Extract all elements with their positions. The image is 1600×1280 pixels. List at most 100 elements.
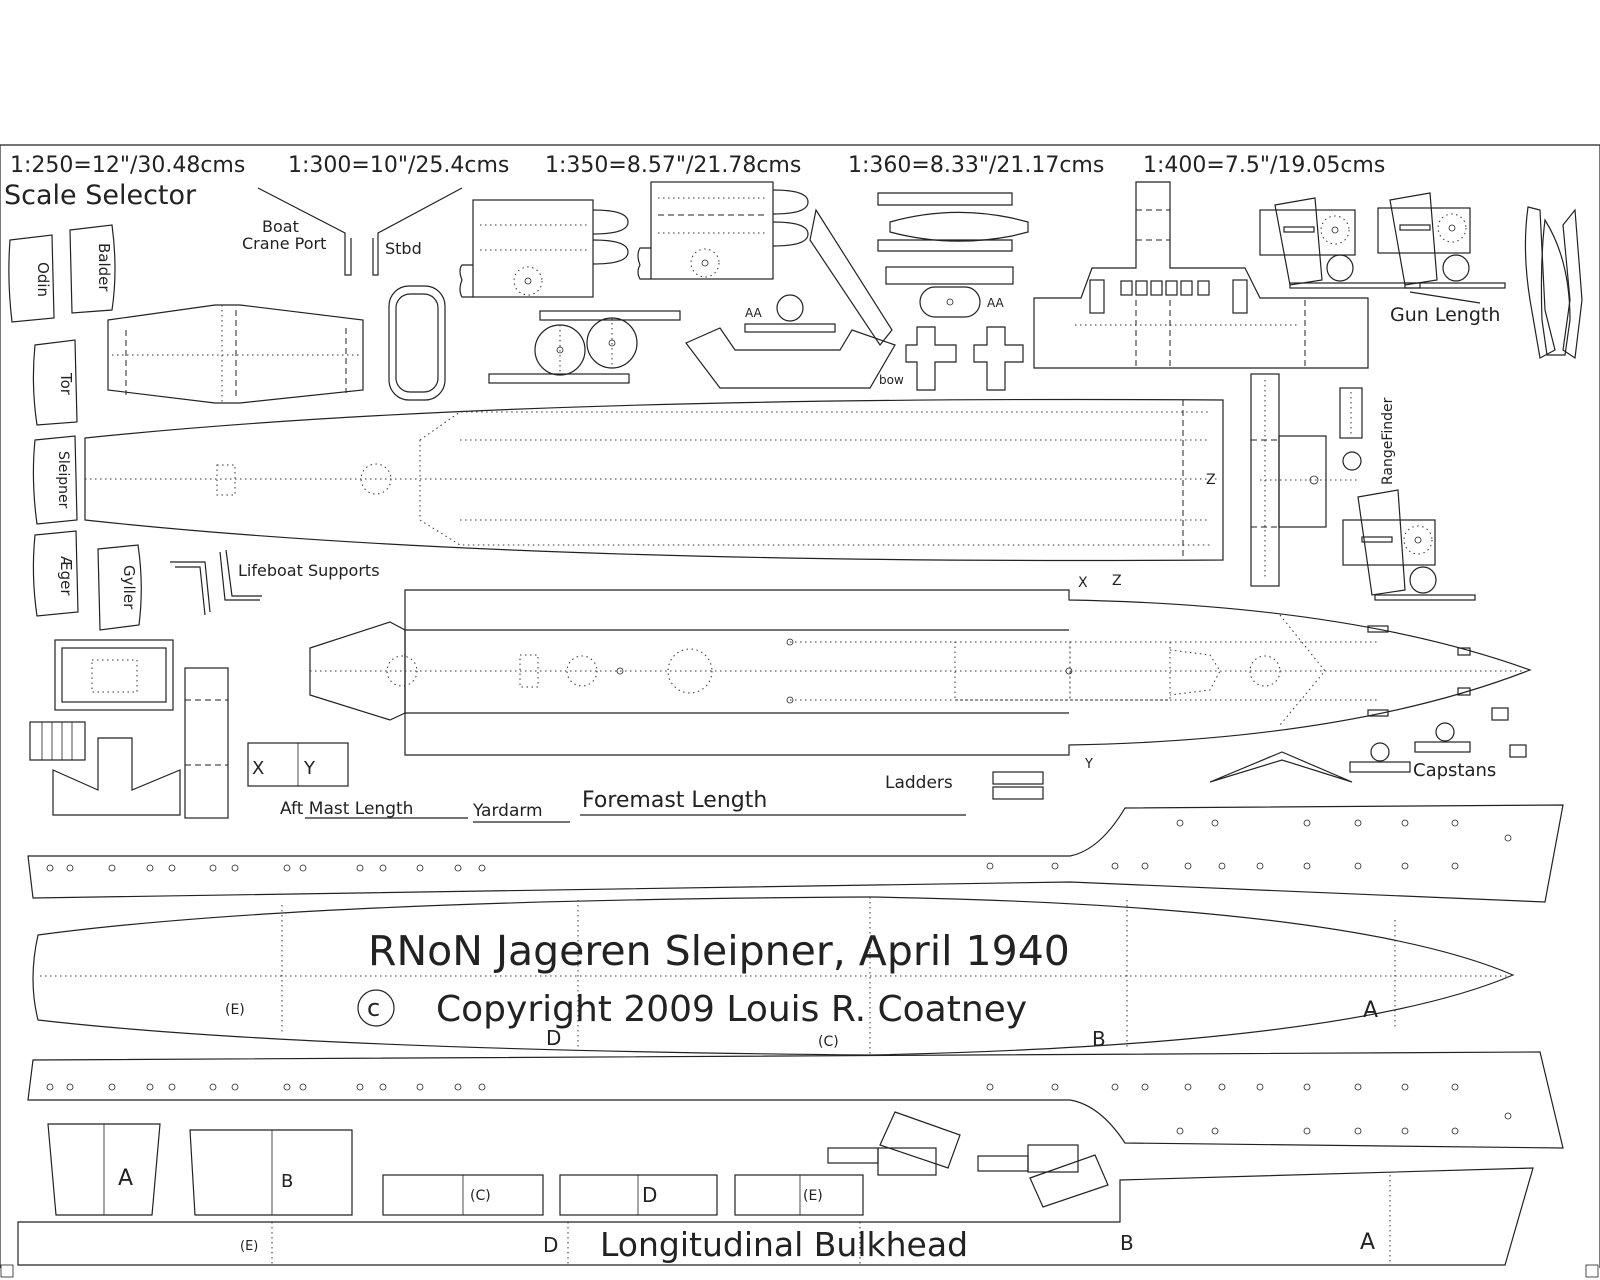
yardarm-label: Yardarm	[472, 801, 543, 821]
scale-360: 1:360=8.33"/21.17cms	[848, 153, 1104, 178]
boat-label: Boat	[262, 217, 299, 236]
porthole	[986, 1083, 994, 1091]
porthole	[1141, 862, 1149, 870]
porthole	[1401, 1127, 1409, 1135]
porthole	[454, 864, 462, 872]
bow-label: bow	[879, 373, 904, 387]
mast-lengths: Aft Mast Length Yardarm Foremast Length	[280, 788, 966, 823]
lifeboat-balder: Balder	[95, 243, 113, 292]
porthole	[1451, 862, 1459, 870]
lifeboats: Odin Balder Tor Sleipner Æger Gyller	[8, 224, 142, 631]
porthole	[1218, 862, 1226, 870]
porthole	[66, 864, 74, 872]
porthole	[1256, 1083, 1264, 1091]
section-a-label: A	[118, 1166, 133, 1191]
deck-z-label: Z	[1206, 472, 1216, 488]
bulkhead-a-label: A	[1360, 1230, 1375, 1255]
porthole	[299, 864, 307, 872]
porthole	[1504, 834, 1512, 842]
rangefinder-parts: RangeFinder	[1250, 373, 1476, 601]
lifeboat-tor: Tor	[57, 372, 75, 396]
porthole	[46, 1083, 54, 1091]
porthole	[1211, 819, 1219, 827]
hull-e-label: (E)	[225, 1002, 245, 1018]
y-mast-label: Y	[303, 758, 316, 779]
bulkhead-d-label: D	[543, 1233, 558, 1257]
porthole	[299, 1083, 307, 1091]
deck-plan: X Z Y	[309, 573, 1532, 772]
section-e-label: (E)	[803, 1188, 823, 1204]
plan-y-label: Y	[1084, 757, 1093, 772]
porthole	[168, 864, 176, 872]
ladders-label: Ladders	[885, 773, 953, 793]
bulkhead-b-label: B	[1120, 1231, 1134, 1255]
plan-x-label: X	[1078, 575, 1088, 591]
hull-plan-center: RNoN Jageren Sleipner, April 1940 c Copy…	[32, 896, 1515, 1056]
porthole	[1354, 1083, 1362, 1091]
small-parts: X Y	[29, 639, 349, 819]
porthole	[283, 864, 291, 872]
hull-c-label: (C)	[818, 1034, 839, 1050]
porthole	[108, 864, 116, 872]
porthole	[1051, 1083, 1059, 1091]
stbd-label: Stbd	[385, 239, 422, 258]
porthole	[1176, 1127, 1184, 1135]
aa-label-left: AA	[745, 306, 763, 320]
porthole	[1451, 1127, 1459, 1135]
scale-400: 1:400=7.5"/19.05cms	[1143, 153, 1385, 178]
lifeboat-gyller: Gyller	[120, 565, 138, 610]
sheet-frame	[0, 144, 1600, 1268]
capstans-label: Capstans	[1413, 760, 1496, 781]
porthole	[1184, 862, 1192, 870]
porthole	[1354, 862, 1362, 870]
porthole	[1451, 1083, 1459, 1091]
lifeboat-sleipner: Sleipner	[55, 451, 71, 509]
lifeboat-odin: Odin	[34, 262, 52, 297]
porthole	[1354, 1127, 1362, 1135]
porthole	[1504, 1112, 1512, 1120]
torpedo-tubes	[827, 1111, 1109, 1208]
porthole	[209, 864, 217, 872]
aa-platform: AA bow	[685, 208, 904, 389]
porthole	[283, 1083, 291, 1091]
crane-port-label: Crane Port	[242, 234, 326, 253]
upper-deck: Z	[84, 398, 1224, 562]
lifeboat-supports: Lifeboat Supports	[170, 549, 380, 616]
copyright-text: Copyright 2009 Louis R. Coatney	[436, 989, 1027, 1030]
aa-label-right: AA	[987, 296, 1005, 310]
porthole	[1256, 862, 1264, 870]
porthole	[46, 864, 54, 872]
porthole	[1051, 862, 1059, 870]
scale-250: 1:250=12"/30.48cms	[10, 153, 245, 178]
porthole	[146, 1083, 154, 1091]
bridge-superstructure	[1033, 181, 1369, 369]
porthole	[1176, 819, 1184, 827]
section-c-label: (C)	[470, 1188, 491, 1204]
porthole	[1303, 1127, 1311, 1135]
sheet-title: RNoN Jageren Sleipner, April 1940	[368, 927, 1070, 975]
scale-350: 1:350=8.57"/21.78cms	[545, 153, 801, 178]
porthole	[1401, 1083, 1409, 1091]
x-mast-label: X	[252, 758, 264, 779]
hull-a-label: A	[1363, 998, 1378, 1023]
copyright-circle	[357, 989, 395, 1027]
gun-length-label: Gun Length	[1390, 304, 1500, 326]
porthole	[1111, 1083, 1119, 1091]
rangefinder-label: RangeFinder	[1380, 397, 1396, 485]
funnel-cap	[1524, 206, 1583, 360]
fittings: Capstans Ladders	[885, 707, 1527, 800]
scale-300: 1:300=10"/25.4cms	[288, 153, 509, 178]
searchlight-platform	[388, 285, 446, 401]
porthole	[1303, 862, 1311, 870]
porthole	[1354, 819, 1362, 827]
porthole	[454, 1083, 462, 1091]
hull-b-label: B	[1092, 1027, 1106, 1051]
porthole	[416, 864, 424, 872]
porthole	[478, 864, 486, 872]
porthole	[168, 1083, 176, 1091]
scale-selector-label: Scale Selector	[4, 180, 197, 211]
porthole	[986, 862, 994, 870]
bulkhead-label: Longitudinal Bulkhead	[600, 1225, 968, 1264]
porthole	[1211, 1127, 1219, 1135]
